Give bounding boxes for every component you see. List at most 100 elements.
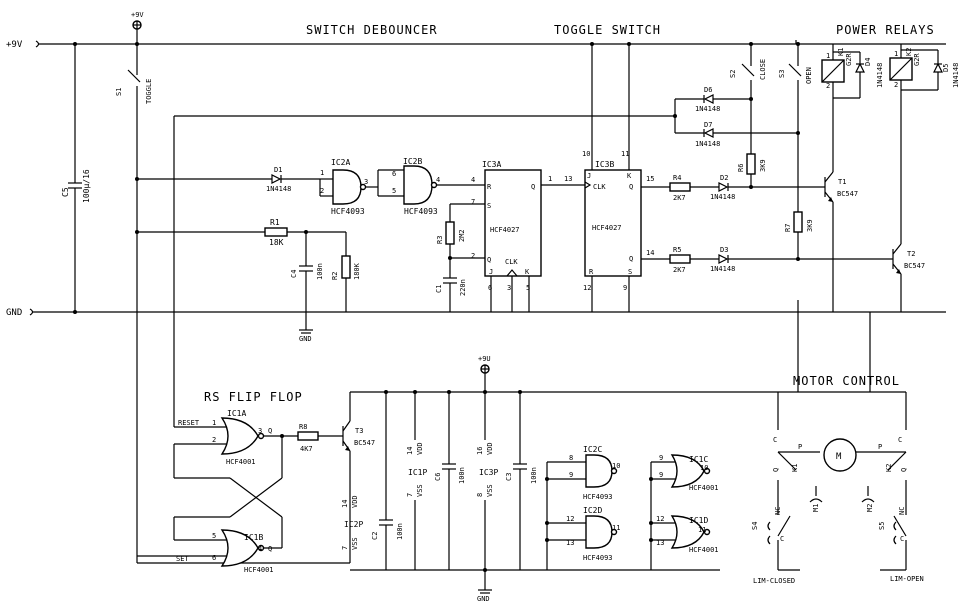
svg-text:1N4148: 1N4148 bbox=[266, 185, 291, 193]
svg-text:1N4148: 1N4148 bbox=[710, 265, 735, 273]
svg-text:3K9: 3K9 bbox=[759, 159, 767, 172]
capacitor-c5: C5 100µ/16 bbox=[61, 42, 91, 314]
svg-text:D5: D5 bbox=[942, 64, 950, 72]
relay-contact-k1: Q K1 M1 bbox=[772, 451, 823, 512]
flipflop-ic3b: IC3B HCF4027 CLK J K Q Q R S 13 10 11 12… bbox=[564, 42, 654, 312]
svg-text:D3: D3 bbox=[720, 246, 728, 254]
svg-text:4: 4 bbox=[436, 176, 440, 184]
svg-text:100n: 100n bbox=[396, 523, 404, 540]
svg-text:HCF4093: HCF4093 bbox=[331, 207, 365, 216]
svg-text:S: S bbox=[628, 268, 632, 276]
switch-s3: S3 OPEN bbox=[778, 42, 813, 212]
svg-text:HCF4001: HCF4001 bbox=[689, 484, 719, 492]
section-title-motor: MOTOR CONTROL bbox=[793, 374, 900, 388]
svg-text:100n: 100n bbox=[530, 467, 538, 484]
svg-text:180K: 180K bbox=[353, 262, 361, 280]
svg-text:IC2B: IC2B bbox=[403, 157, 422, 166]
resistor-r4: R4 2K7 bbox=[641, 174, 719, 202]
svg-text:S3: S3 bbox=[778, 70, 786, 78]
gate-ic1d: IC1D HCF4001 12 13 11 bbox=[649, 515, 719, 554]
svg-text:2: 2 bbox=[826, 82, 830, 90]
svg-text:S4: S4 bbox=[751, 522, 759, 530]
svg-text:CLK: CLK bbox=[505, 258, 518, 266]
capacitor-c2: C2 100n bbox=[371, 390, 404, 570]
svg-text:Q: Q bbox=[772, 468, 780, 472]
svg-text:R: R bbox=[589, 268, 594, 276]
svg-text:9: 9 bbox=[659, 471, 663, 479]
svg-text:P: P bbox=[798, 443, 802, 451]
svg-text:J: J bbox=[587, 172, 591, 180]
svg-text:Q: Q bbox=[629, 255, 633, 263]
svg-text:C3: C3 bbox=[505, 473, 513, 481]
svg-text:P: P bbox=[878, 443, 882, 451]
ic2p-power: 14 VDD IC2P 7 VSS bbox=[341, 495, 363, 550]
svg-text:2M2: 2M2 bbox=[458, 229, 466, 242]
svg-text:K1: K1 bbox=[837, 48, 845, 56]
svg-text:R7: R7 bbox=[784, 224, 792, 232]
svg-text:OPEN: OPEN bbox=[805, 67, 813, 84]
svg-text:C2: C2 bbox=[371, 532, 379, 540]
svg-text:1: 1 bbox=[826, 52, 830, 60]
svg-text:5: 5 bbox=[212, 532, 216, 540]
svg-text:M1: M1 bbox=[812, 504, 820, 512]
svg-text:7: 7 bbox=[406, 493, 414, 497]
svg-text:C: C bbox=[780, 535, 784, 543]
svg-text:+9V: +9V bbox=[6, 40, 23, 50]
svg-text:HCF4093: HCF4093 bbox=[583, 493, 613, 501]
gate-ic2c: IC2C HCF4093 8 9 10 bbox=[545, 445, 620, 540]
svg-text:2: 2 bbox=[471, 252, 475, 260]
svg-text:2K7: 2K7 bbox=[673, 266, 686, 274]
svg-text:R3: R3 bbox=[436, 236, 444, 244]
svg-text:14: 14 bbox=[646, 249, 654, 257]
svg-text:LIM-CLOSED: LIM-CLOSED bbox=[753, 577, 795, 585]
svg-text:D4: D4 bbox=[864, 58, 872, 66]
svg-text:1N4148: 1N4148 bbox=[952, 63, 960, 88]
svg-text:+9U: +9U bbox=[478, 355, 491, 363]
svg-text:R1: R1 bbox=[270, 218, 280, 227]
svg-text:R8: R8 bbox=[299, 423, 307, 431]
resistor-r2: R2 180K bbox=[331, 232, 361, 312]
svg-text:2: 2 bbox=[212, 436, 216, 444]
svg-text:4: 4 bbox=[471, 176, 475, 184]
svg-text:SET: SET bbox=[176, 555, 189, 563]
svg-text:1N4148: 1N4148 bbox=[710, 193, 735, 201]
svg-text:3: 3 bbox=[364, 178, 368, 186]
svg-text:+9V: +9V bbox=[131, 11, 144, 19]
svg-text:Q: Q bbox=[487, 256, 491, 264]
svg-text:Q: Q bbox=[900, 468, 908, 472]
diode-d2: D2 1N4148 bbox=[710, 174, 825, 201]
svg-text:C: C bbox=[773, 436, 777, 444]
svg-text:6: 6 bbox=[212, 554, 216, 562]
svg-text:100n: 100n bbox=[458, 467, 466, 484]
ic1p-power: 14 VDD IC1P 7 VSS bbox=[406, 390, 427, 570]
svg-text:K: K bbox=[627, 172, 632, 180]
svg-text:7: 7 bbox=[341, 546, 349, 550]
svg-text:HCF4027: HCF4027 bbox=[490, 226, 520, 234]
svg-text:VSS: VSS bbox=[351, 537, 359, 550]
svg-text:8: 8 bbox=[569, 454, 573, 462]
gnd-symbol-top: GND bbox=[299, 312, 313, 343]
svg-text:R: R bbox=[487, 183, 492, 191]
svg-text:Q: Q bbox=[531, 183, 535, 191]
svg-text:1N4148: 1N4148 bbox=[876, 63, 884, 88]
section-title-toggle: TOGGLE SWITCH bbox=[554, 23, 661, 37]
relay-k2: K2 G2R D5 1N4148 1 2 bbox=[889, 44, 960, 93]
svg-text:NC: NC bbox=[774, 507, 782, 515]
svg-text:S: S bbox=[487, 202, 491, 210]
gate-ic2a: IC2A HCF4093 1 2 3 bbox=[319, 158, 378, 216]
svg-text:C4: C4 bbox=[290, 270, 298, 278]
resistor-r5: R5 2K7 bbox=[641, 246, 719, 274]
svg-text:5: 5 bbox=[392, 187, 396, 195]
transistor-t2: T2 BC547 bbox=[892, 93, 925, 312]
svg-text:K: K bbox=[525, 268, 530, 276]
svg-text:GND: GND bbox=[6, 308, 22, 318]
svg-text:11: 11 bbox=[698, 526, 706, 534]
svg-text:BC547: BC547 bbox=[904, 262, 925, 270]
svg-text:IC3P: IC3P bbox=[479, 468, 498, 477]
svg-text:IC2P: IC2P bbox=[344, 520, 363, 529]
ic3p-power: 16 VDD IC3P 8 VSS bbox=[476, 392, 498, 590]
svg-text:D2: D2 bbox=[720, 174, 728, 182]
svg-text:VSS: VSS bbox=[416, 484, 424, 497]
svg-text:9: 9 bbox=[623, 284, 627, 292]
svg-text:1: 1 bbox=[548, 175, 552, 183]
